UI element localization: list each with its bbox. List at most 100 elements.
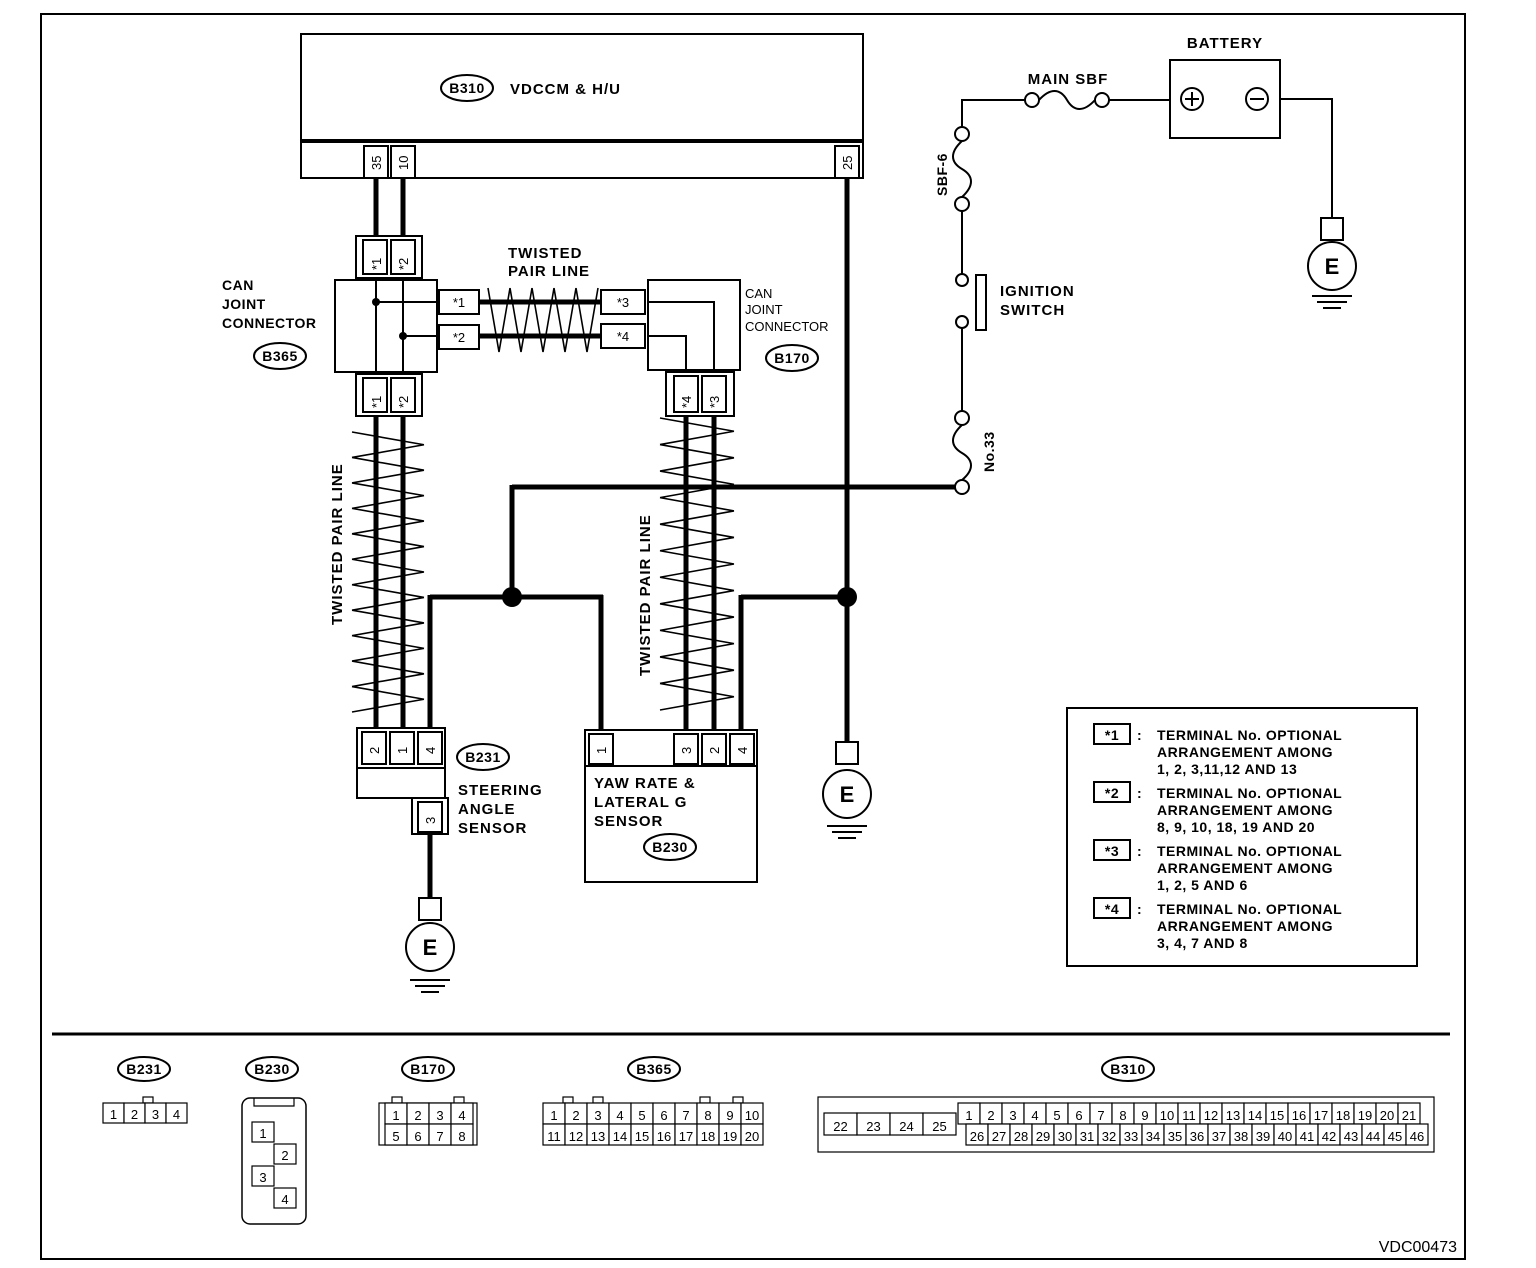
b170-bottom-pin-3: *3 — [707, 396, 722, 408]
steering-label-2: ANGLE — [458, 801, 516, 818]
legend-line: ARRANGEMENT AMONG — [1157, 802, 1333, 818]
connector-pin: 37 — [1212, 1129, 1226, 1144]
ground-battery-e: E — [1325, 254, 1340, 279]
connector-pin: 9 — [1141, 1108, 1148, 1123]
connector-pin: 12 — [569, 1129, 583, 1144]
connector-pin: 4 — [281, 1192, 288, 1207]
connector-pin: 4 — [1031, 1108, 1038, 1123]
b170-side-pin-4: *4 — [617, 329, 629, 344]
connector-pin: 7 — [1097, 1108, 1104, 1123]
connector-pin: 3 — [594, 1108, 601, 1123]
twisted-right-label: TWISTED PAIR LINE — [637, 514, 654, 676]
battery: BATTERY — [1169, 35, 1281, 139]
connector-pin: 2 — [281, 1148, 288, 1163]
steering-label-1: STEERING — [458, 782, 543, 799]
connector-pin: 22 — [833, 1119, 847, 1134]
steering-angle-sensor: 2 1 4 3 B231 STEERING ANGLE SENSOR — [356, 727, 543, 837]
can-joint-b170: *3 *4 *4 *3 CAN JOINT CONNECTOR B170 — [600, 279, 829, 417]
connector-pin: 21 — [1402, 1108, 1416, 1123]
connector-pin: 6 — [660, 1108, 667, 1123]
b365-id: B365 — [262, 348, 297, 364]
connector-pin: 4 — [458, 1108, 465, 1123]
b230-id: B230 — [652, 839, 687, 855]
legend-line: TERMINAL No. OPTIONAL — [1157, 727, 1342, 743]
legend-colon: : — [1137, 785, 1142, 801]
connector-pin: 16 — [1292, 1108, 1306, 1123]
ignition-switch: IGNITION SWITCH — [955, 273, 1075, 331]
connector-pin: 1 — [392, 1108, 399, 1123]
ignition-label-1: IGNITION — [1000, 283, 1075, 300]
ground-vdccm-e: E — [840, 782, 855, 807]
connector-pin: 32 — [1102, 1129, 1116, 1144]
twisted-top-label-1: TWISTED — [508, 245, 583, 262]
legend-mark: *4 — [1105, 901, 1119, 917]
connector-pin: 40 — [1278, 1129, 1292, 1144]
connector-pin: 28 — [1014, 1129, 1028, 1144]
b230-pin-2: 2 — [707, 747, 722, 754]
legend-mark: *3 — [1105, 843, 1119, 859]
connector-pin: 16 — [657, 1129, 671, 1144]
b365-bottom-pin-2: *2 — [396, 396, 411, 408]
b170-label-2: JOINT — [745, 302, 783, 317]
connector-pin: 2 — [131, 1107, 138, 1122]
fuse-33: No.33 — [952, 410, 997, 495]
b170-id: B170 — [774, 350, 809, 366]
connector-pin: 6 — [1075, 1108, 1082, 1123]
b170-label-3: CONNECTOR — [745, 319, 829, 334]
vdccm-module: B310 VDCCM & H/U 35 10 25 — [300, 33, 864, 179]
steering-label-3: SENSOR — [458, 820, 527, 837]
legend-line: ARRANGEMENT AMONG — [1157, 860, 1333, 876]
legend-mark: *1 — [1105, 727, 1119, 743]
ground-steering: E — [405, 897, 455, 993]
connector-pin: 8 — [458, 1129, 465, 1144]
b230-pin-4: 4 — [735, 747, 750, 754]
connector-pin: 19 — [1358, 1108, 1372, 1123]
connector-pin: 17 — [1314, 1108, 1328, 1123]
legend-line: 1, 2, 3,11,12 AND 13 — [1157, 761, 1297, 777]
yaw-label-1: YAW RATE & — [594, 775, 696, 792]
connector-pin: 8 — [1119, 1108, 1126, 1123]
vdccm-pin-25: 25 — [840, 156, 855, 170]
yaw-label-3: SENSOR — [594, 813, 663, 830]
connector-pin: 44 — [1366, 1129, 1380, 1144]
connector-pin: 43 — [1344, 1129, 1358, 1144]
connector-pin: 9 — [726, 1108, 733, 1123]
connector-pin: 2 — [572, 1108, 579, 1123]
connector-pin: 7 — [436, 1129, 443, 1144]
b231-pin-2: 2 — [367, 747, 382, 754]
ignition-label-2: SWITCH — [1000, 302, 1065, 319]
connector-pin: 29 — [1036, 1129, 1050, 1144]
connector-pin: 31 — [1080, 1129, 1094, 1144]
vdccm-id: B310 — [449, 80, 484, 96]
connector-pin: 3 — [259, 1170, 266, 1185]
b230-pin-1: 1 — [594, 747, 609, 754]
b170-label-1: CAN — [745, 286, 772, 301]
connector-id: B310 — [1110, 1061, 1145, 1077]
b365-label-1: CAN — [222, 277, 254, 293]
connector-pin: 24 — [899, 1119, 913, 1134]
connector-pin: 6 — [414, 1129, 421, 1144]
connector-pin: 5 — [1053, 1108, 1060, 1123]
twisted-pair-coils — [351, 287, 735, 713]
vdccm-label: VDCCM & H/U — [510, 81, 621, 98]
connector-id: B231 — [126, 1061, 161, 1077]
connector-pin: 7 — [682, 1108, 689, 1123]
legend-colon: : — [1137, 901, 1142, 917]
b365-label-3: CONNECTOR — [222, 315, 316, 331]
legend-line: ARRANGEMENT AMONG — [1157, 744, 1333, 760]
sbf6-fuse: SBF-6 — [934, 126, 972, 212]
b230-pin-3: 3 — [679, 747, 694, 754]
connector-pin: 10 — [1160, 1108, 1174, 1123]
connector-pin: 12 — [1204, 1108, 1218, 1123]
connector-pin: 42 — [1322, 1129, 1336, 1144]
connector-pin: 15 — [635, 1129, 649, 1144]
b365-side-pin-1: *1 — [453, 295, 465, 310]
connector-pin: 14 — [1248, 1108, 1262, 1123]
ground-vdccm: E — [822, 741, 872, 839]
connector-pin: 39 — [1256, 1129, 1270, 1144]
connector-pin: 27 — [992, 1129, 1006, 1144]
legend-line: ARRANGEMENT AMONG — [1157, 918, 1333, 934]
